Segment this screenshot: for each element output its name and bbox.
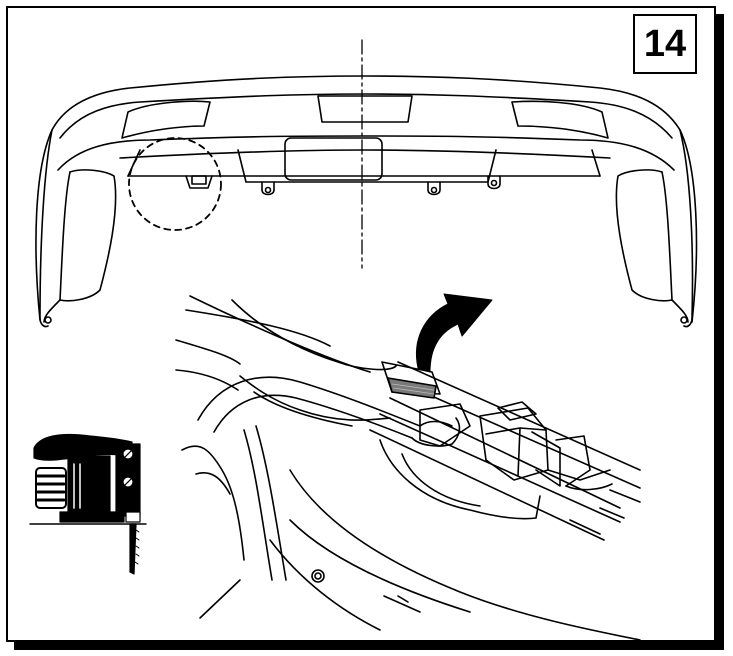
curved-arrow-icon bbox=[416, 293, 493, 373]
adhesive-tape bbox=[387, 377, 437, 399]
instruction-panel bbox=[6, 6, 716, 642]
rear-bumper bbox=[35, 39, 698, 328]
detail-callout-circle bbox=[128, 137, 222, 231]
step-number: 14 bbox=[633, 14, 697, 74]
jigsaw-icon bbox=[29, 433, 147, 575]
detail-view bbox=[175, 295, 641, 641]
